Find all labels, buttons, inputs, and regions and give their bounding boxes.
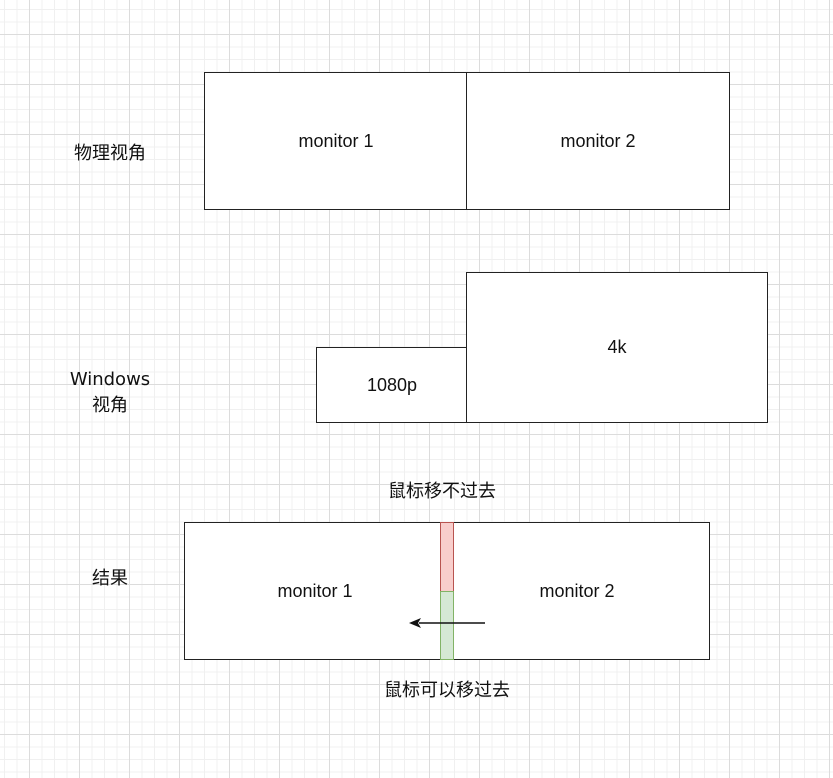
physical-monitor-2-label: monitor 2 xyxy=(560,131,636,151)
windows-view-label-line1: Windows xyxy=(69,369,151,390)
physical-monitor-1: monitor 1 xyxy=(204,72,468,210)
allowed-zone xyxy=(440,591,454,660)
windows-4k-label: 4k xyxy=(607,337,627,357)
windows-1080p-label: 1080p xyxy=(366,374,418,395)
result-label: 结果 xyxy=(92,568,128,589)
allowed-note: 鼠标可以移过去 xyxy=(384,680,510,701)
physical-monitor-1-label: monitor 1 xyxy=(298,131,374,151)
blocked-zone xyxy=(440,522,454,592)
physical-monitor-2: monitor 2 xyxy=(466,72,730,210)
cursor-direction-arrow-icon xyxy=(409,618,485,628)
windows-view-label-line2: 视角 xyxy=(92,395,128,416)
windows-view-label: Windows 视角 xyxy=(60,367,160,419)
windows-4k-monitor: 4k xyxy=(466,272,768,423)
physical-view-label: 物理视角 xyxy=(74,143,146,164)
result-monitor-1-label: monitor 1 xyxy=(277,581,353,601)
blocked-note: 鼠标移不过去 xyxy=(388,481,496,502)
windows-1080p-monitor: 1080p xyxy=(316,347,468,423)
result-monitor-2-label: monitor 2 xyxy=(539,581,615,601)
